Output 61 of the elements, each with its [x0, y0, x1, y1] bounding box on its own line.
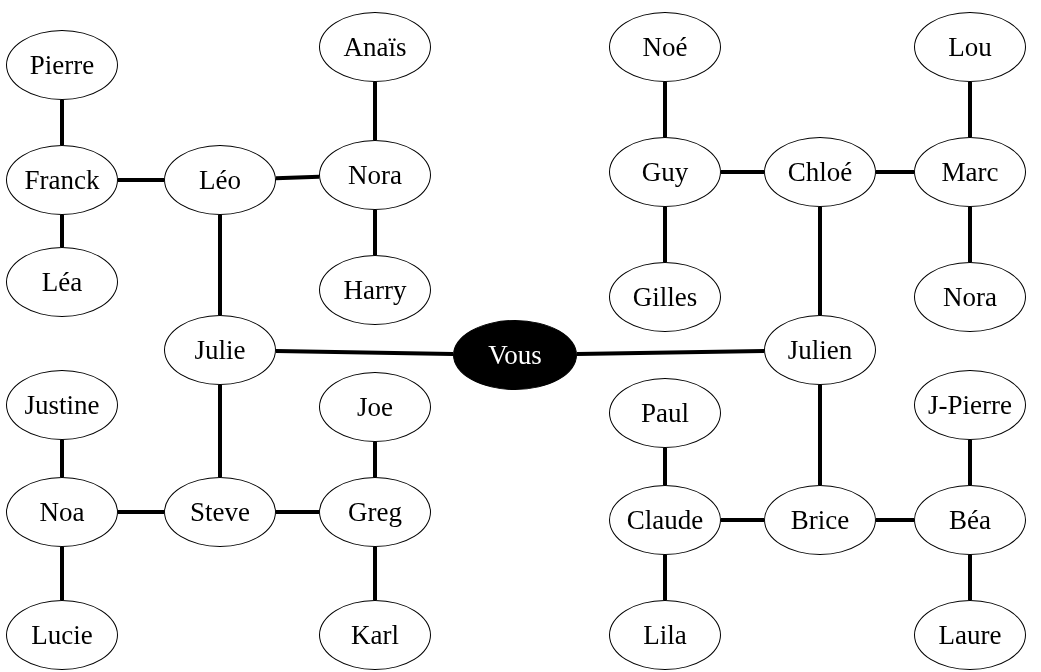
name-ellipse: Julien — [764, 315, 876, 385]
name-ellipse: Nora — [319, 140, 431, 210]
name-ellipse: Pierre — [6, 30, 118, 100]
connector-line — [276, 510, 319, 514]
name-ellipse: J-Pierre — [914, 370, 1026, 440]
name-ellipse: Marc — [914, 137, 1026, 207]
connector-line — [663, 207, 667, 262]
connector-line — [373, 82, 377, 140]
connector-line — [60, 440, 64, 477]
connector-line — [118, 178, 164, 182]
connector-line — [373, 442, 377, 477]
name-ellipse: Franck — [6, 145, 118, 215]
highlighted-name-ellipse: Vous — [453, 320, 577, 390]
connector-line — [60, 215, 64, 247]
name-ellipse: Karl — [319, 600, 431, 670]
name-ellipse: Laure — [914, 600, 1026, 670]
name-ellipse: Guy — [609, 137, 721, 207]
name-ellipse: Nora — [914, 262, 1026, 332]
connector-line — [118, 510, 164, 514]
name-ellipse: Justine — [6, 370, 118, 440]
connector-line — [721, 518, 764, 522]
name-ellipse: Noé — [609, 12, 721, 82]
name-ellipse: Chloé — [764, 137, 876, 207]
name-ellipse: Brice — [764, 485, 876, 555]
connector-line — [373, 210, 377, 255]
name-ellipse: Paul — [609, 378, 721, 448]
connector-line — [663, 555, 667, 600]
connector-line — [876, 170, 914, 174]
name-ellipse: Joe — [319, 372, 431, 442]
connector-line — [818, 207, 822, 315]
connector-line — [373, 547, 377, 600]
name-ellipse: Lucie — [6, 600, 118, 670]
connector-line — [968, 207, 972, 262]
name-ellipse: Lila — [609, 600, 721, 670]
connector-line — [818, 385, 822, 485]
connector-line — [876, 518, 914, 522]
connector-line — [663, 82, 667, 137]
name-ellipse: Lou — [914, 12, 1026, 82]
connector-line — [218, 385, 222, 477]
name-ellipse: Harry — [319, 255, 431, 325]
connector-line — [721, 170, 764, 174]
name-ellipse: Claude — [609, 485, 721, 555]
name-ellipse: Gilles — [609, 262, 721, 332]
connector-line — [663, 448, 667, 485]
name-ellipse: Béa — [914, 485, 1026, 555]
connector-line — [968, 555, 972, 600]
connector-line — [576, 348, 765, 356]
name-ellipse: Greg — [319, 477, 431, 547]
connector-line — [218, 215, 222, 315]
connector-line — [60, 547, 64, 600]
name-ellipse: Anaïs — [319, 12, 431, 82]
connector-line — [60, 100, 64, 145]
name-ellipse: Noa — [6, 477, 118, 547]
name-ellipse: Julie — [164, 315, 276, 385]
connector-line — [968, 82, 972, 137]
name-ellipse: Steve — [164, 477, 276, 547]
name-ellipse: Léo — [164, 145, 276, 215]
connector-line — [275, 174, 320, 181]
name-ellipse: Léa — [6, 247, 118, 317]
connector-line — [968, 440, 972, 485]
connector-line — [275, 348, 454, 356]
